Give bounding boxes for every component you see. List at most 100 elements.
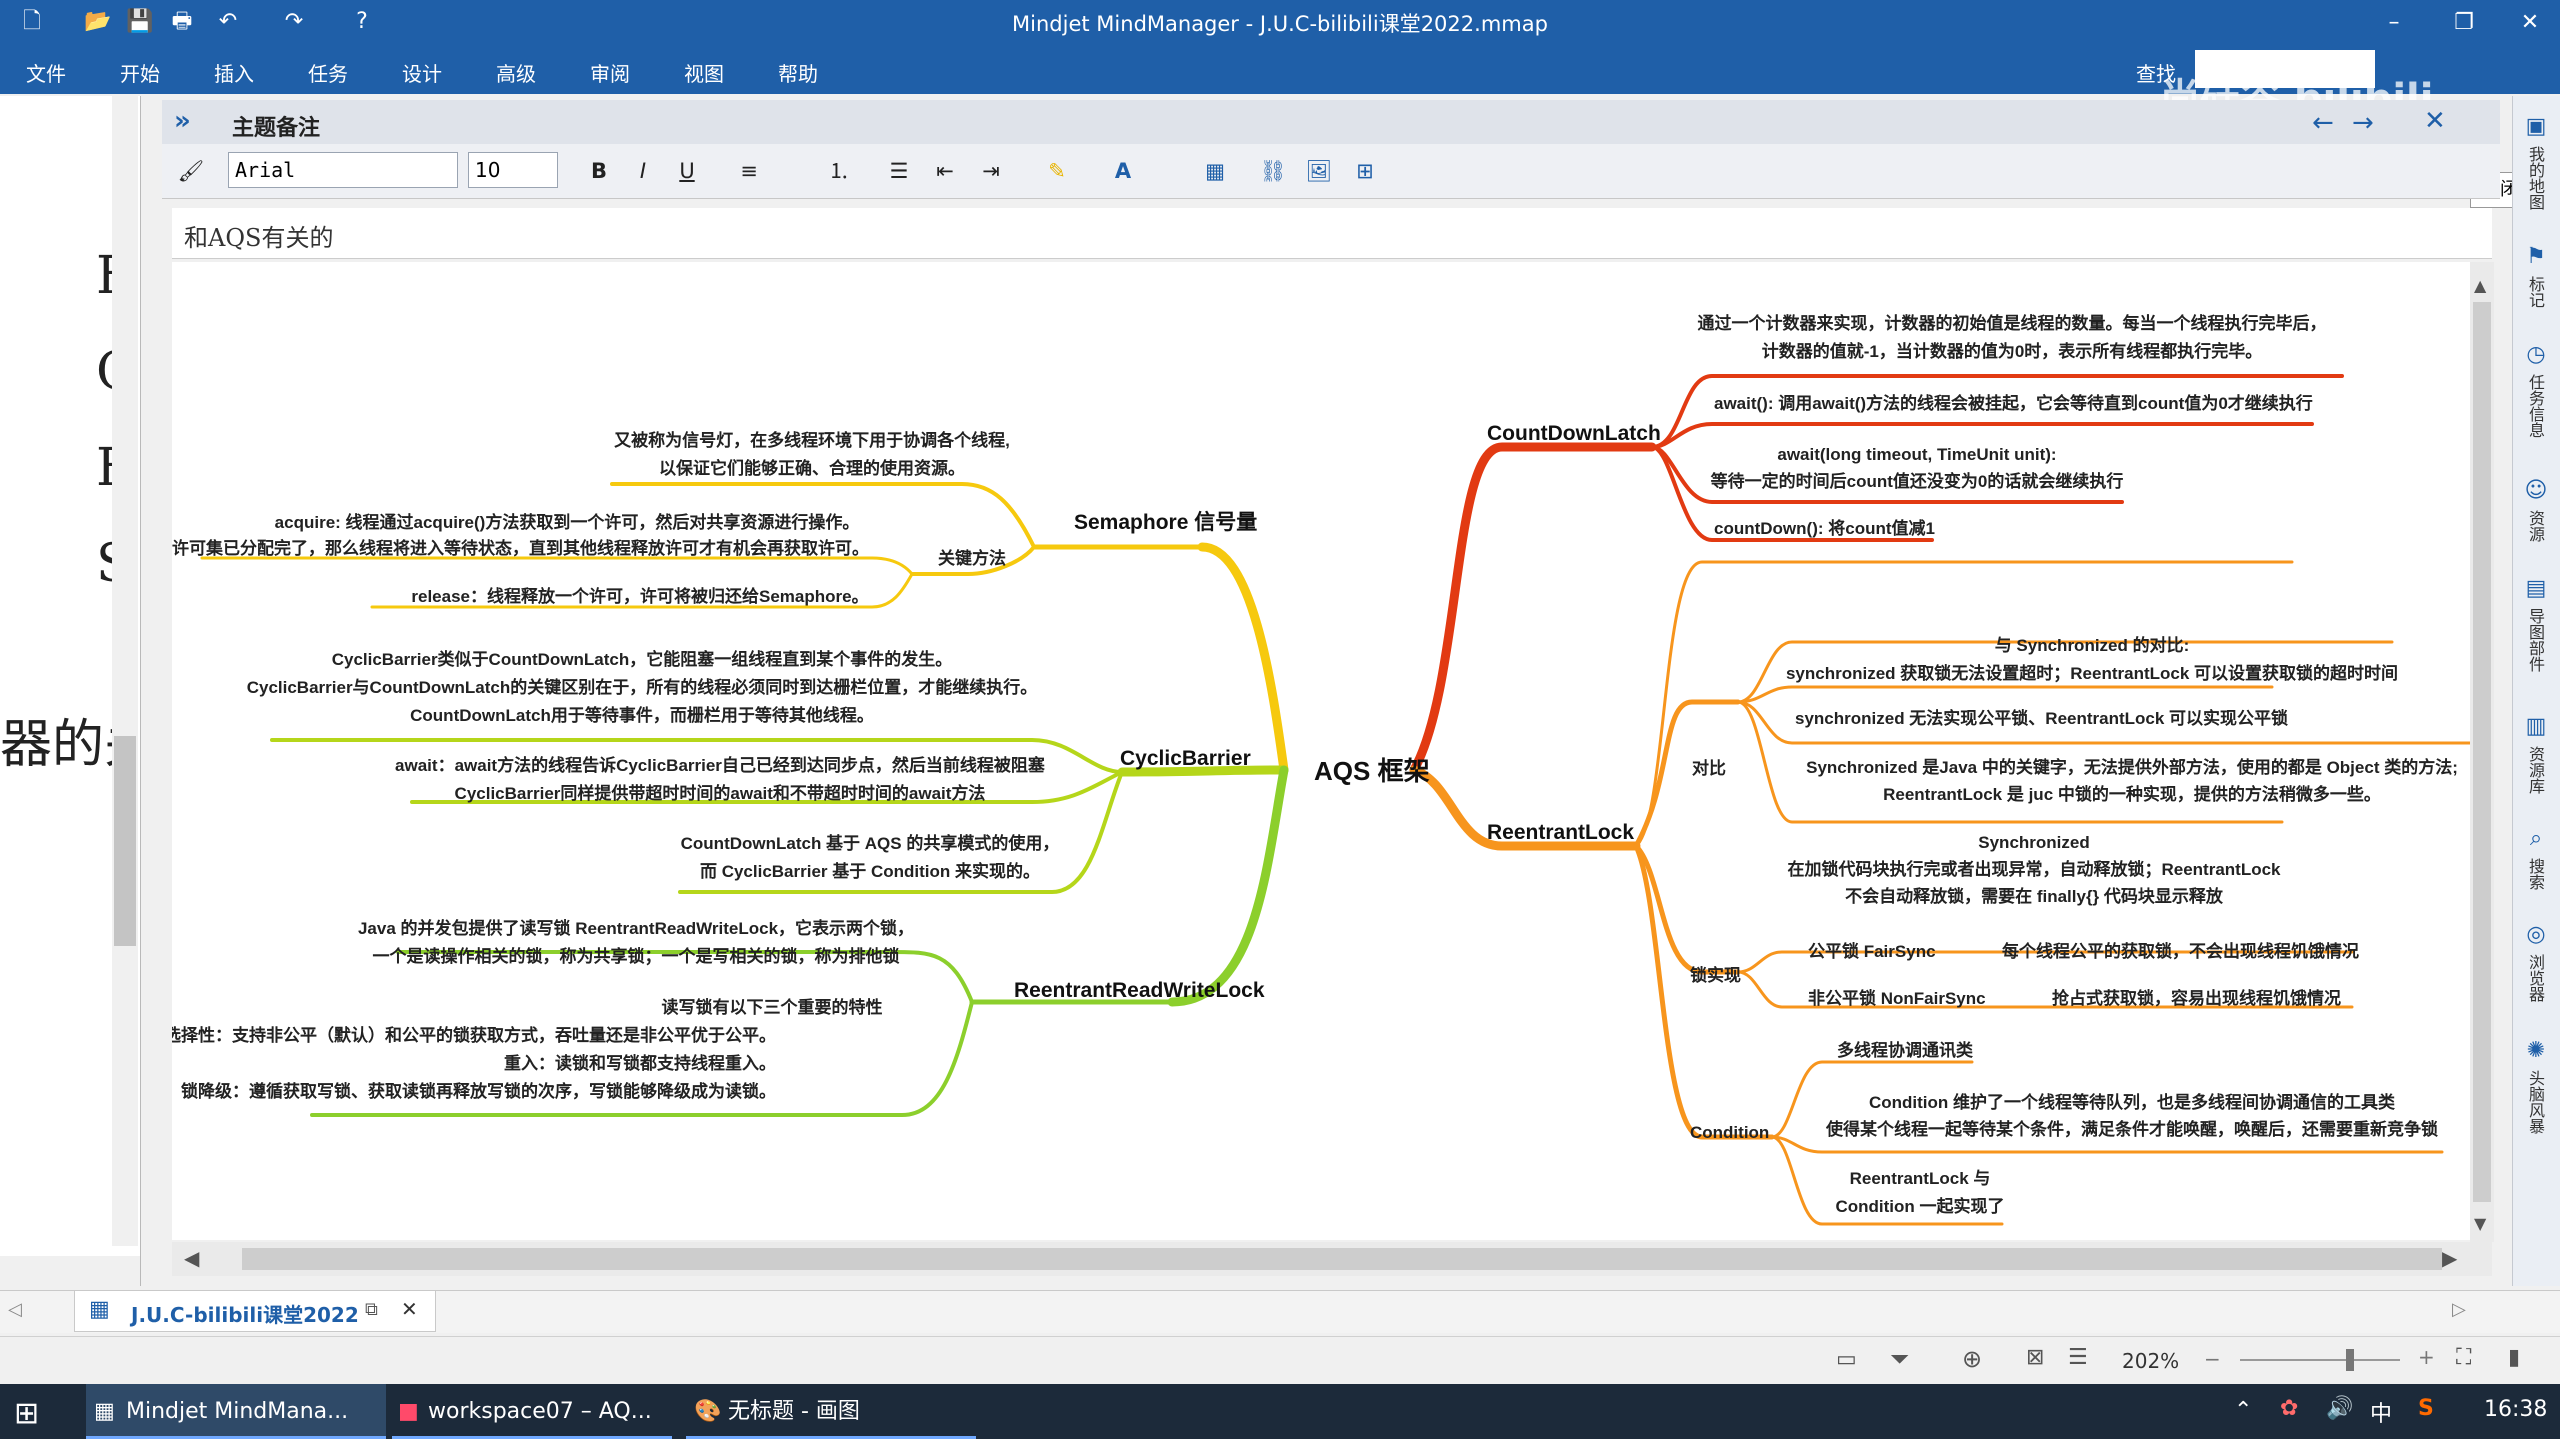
tray-app-icon[interactable]: ✿ xyxy=(2280,1396,2299,1421)
scroll-right-icon[interactable]: ▶ xyxy=(2442,1246,2458,1270)
tray-chevron-icon[interactable]: ⌃ xyxy=(2234,1398,2253,1423)
page-icon[interactable]: ▭ xyxy=(1836,1347,1857,1372)
node-rrwl[interactable]: ReentrantReadWriteLock xyxy=(1014,979,1265,1002)
minimize-icon[interactable]: – xyxy=(2388,10,2400,35)
search-input[interactable] xyxy=(2195,50,2375,88)
root-node[interactable]: AQS 框架 xyxy=(1314,756,1430,786)
ime-icon[interactable]: S xyxy=(2418,1396,2434,1421)
rl-lock-impl[interactable]: 锁实现 xyxy=(1690,965,1741,985)
bold-icon[interactable]: B xyxy=(590,159,607,183)
node-reentrantlock[interactable]: ReentrantLock xyxy=(1487,821,1634,844)
collapse-icon[interactable]: » xyxy=(174,106,191,136)
sidebar-label-7[interactable]: 浏览器 xyxy=(2526,954,2545,1002)
back-arrow-icon[interactable]: ← xyxy=(2312,108,2334,138)
brainstorm-icon[interactable]: ✺ xyxy=(2526,1038,2546,1063)
menu-help[interactable]: 帮助 xyxy=(778,62,818,86)
link-icon[interactable]: ⛓ xyxy=(1259,159,1287,183)
volume-icon[interactable]: 🔊 xyxy=(2326,1396,2354,1421)
underline-icon[interactable]: U xyxy=(679,159,695,183)
insert-object-icon[interactable]: ⊞ xyxy=(1356,159,1374,183)
search-icon[interactable]: ⌕ xyxy=(2529,826,2543,851)
balance-icon[interactable]: ⊕ xyxy=(1962,1345,1983,1373)
left-vscroll[interactable] xyxy=(112,96,138,1246)
outdent-icon[interactable]: ⇤ xyxy=(936,159,954,183)
close-window-icon[interactable]: ✕ xyxy=(2520,10,2540,35)
font-size-select[interactable]: 10 xyxy=(468,152,558,188)
numbered-list-icon[interactable]: ⒈ xyxy=(828,159,850,183)
node-cyclicbarrier[interactable]: CyclicBarrier xyxy=(1120,747,1251,770)
print-icon[interactable]: 🖶 xyxy=(171,9,193,34)
menu-home[interactable]: 开始 xyxy=(120,62,160,86)
zoom-slider[interactable] xyxy=(2240,1349,2400,1371)
parts-icon[interactable]: ▤ xyxy=(2525,576,2547,601)
view-outline-icon[interactable]: ☰ xyxy=(2068,1345,2088,1370)
tabs-left-icon[interactable]: ◁ xyxy=(8,1299,22,1320)
tag-icon[interactable]: ⚑ xyxy=(2526,244,2546,269)
task-icon[interactable]: ◷ xyxy=(2526,342,2546,367)
menu-task[interactable]: 任务 xyxy=(308,62,348,86)
rl-compare[interactable]: 对比 xyxy=(1692,758,1726,778)
open-file-icon[interactable]: 📂 xyxy=(84,9,112,34)
close-panel-icon[interactable]: ✕ xyxy=(2424,106,2446,136)
sidebar-label-8[interactable]: 头脑风暴 xyxy=(2526,1070,2545,1134)
doc-tab[interactable]: ▦ J.U.C-bilibili课堂2022 ⧉ ✕ xyxy=(74,1291,436,1332)
sidebar-label-0[interactable]: 我的地图 xyxy=(2526,146,2545,210)
canvas-vscroll[interactable]: ▲ ▼ xyxy=(2470,262,2494,1242)
sidebar-label-2[interactable]: 任务信息 xyxy=(2526,374,2545,438)
semaphore-key-methods[interactable]: 关键方法 xyxy=(938,548,1006,568)
scroll-down-icon[interactable]: ▼ xyxy=(2474,1214,2487,1233)
indent-icon[interactable]: ⇥ xyxy=(982,159,1000,183)
rl-condition[interactable]: Condition xyxy=(1690,1123,1769,1142)
table-icon[interactable]: ▦ xyxy=(1205,159,1225,183)
library-icon[interactable]: ▥ xyxy=(2525,714,2547,739)
sidebar-label-1[interactable]: 标记 xyxy=(2526,276,2545,308)
scroll-left-icon[interactable]: ◀ xyxy=(184,1246,200,1270)
map-icon[interactable]: ▣ xyxy=(2525,114,2547,139)
task-workspace[interactable]: ■ workspace07 – AQ... xyxy=(392,1384,672,1439)
float-tab-icon[interactable]: ⧉ xyxy=(365,1299,378,1320)
menu-insert[interactable]: 插入 xyxy=(214,62,254,86)
zoom-in-icon[interactable]: + xyxy=(2418,1345,2435,1369)
help-icon[interactable]: ? xyxy=(356,9,368,34)
highlight-icon[interactable]: ✎ xyxy=(1048,159,1066,183)
font-color-icon[interactable]: A xyxy=(1114,159,1132,183)
clock[interactable]: 16:38 xyxy=(2484,1397,2548,1422)
undo-icon[interactable]: ↶ xyxy=(218,9,238,34)
input-language[interactable]: 中 xyxy=(2370,1402,2393,1427)
scroll-up-icon[interactable]: ▲ xyxy=(2474,276,2487,295)
format-painter-icon[interactable]: 🖌 xyxy=(177,159,205,183)
canvas-hscroll[interactable]: ◀ ▶ xyxy=(172,1242,2492,1276)
mindmap-canvas[interactable]: AQS 框架 Semaphore 信号量 CyclicBarrier Reent… xyxy=(172,262,2492,1240)
left-hscroll[interactable] xyxy=(0,1256,140,1286)
task-mindmanager[interactable]: ▦ Mindjet MindMana... xyxy=(86,1384,386,1439)
align-icon[interactable]: ≡ xyxy=(740,159,758,183)
sidebar-label-4[interactable]: 导图部件 xyxy=(2526,608,2545,672)
zoom-out-icon[interactable]: − xyxy=(2204,1347,2221,1371)
tabs-right-icon[interactable]: ▷ xyxy=(2452,1299,2466,1320)
menu-design[interactable]: 设计 xyxy=(402,62,442,86)
node-semaphore[interactable]: Semaphore 信号量 xyxy=(1074,510,1257,534)
windows-start-icon[interactable]: ⊞ xyxy=(14,1396,40,1431)
redo-icon[interactable]: ↷ xyxy=(284,9,304,34)
resource-icon[interactable]: ☺ xyxy=(2524,478,2548,503)
filter-icon[interactable]: ⏷ xyxy=(1890,1345,1910,1373)
font-name-select[interactable]: Arial xyxy=(228,152,458,188)
image-icon[interactable]: 🖼 xyxy=(1305,159,1333,183)
save-icon[interactable]: 💾 xyxy=(126,9,154,34)
new-file-icon[interactable]: 🗋 xyxy=(23,9,41,34)
browser-icon[interactable]: ◎ xyxy=(2526,922,2546,947)
node-countdownlatch[interactable]: CountDownLatch xyxy=(1487,422,1661,445)
menu-advanced[interactable]: 高级 xyxy=(496,62,536,86)
sidebar-label-5[interactable]: 资源库 xyxy=(2526,746,2545,794)
close-tab-icon[interactable]: ✕ xyxy=(401,1297,418,1321)
sidebar-label-3[interactable]: 资源 xyxy=(2526,510,2545,542)
menu-file[interactable]: 文件 xyxy=(26,62,66,86)
note-text-area[interactable]: 和AQS有关的 xyxy=(172,208,2492,259)
italic-icon[interactable]: I xyxy=(639,159,647,183)
layout-icon[interactable]: ▮ xyxy=(2508,1345,2521,1370)
fit-map-icon[interactable]: ⛶ xyxy=(2456,1345,2472,1370)
menu-review[interactable]: 审阅 xyxy=(590,62,630,86)
forward-arrow-icon[interactable]: → xyxy=(2352,108,2374,138)
menu-view[interactable]: 视图 xyxy=(684,62,724,86)
task-paint[interactable]: 🎨 无标题 - 画图 xyxy=(686,1384,976,1439)
